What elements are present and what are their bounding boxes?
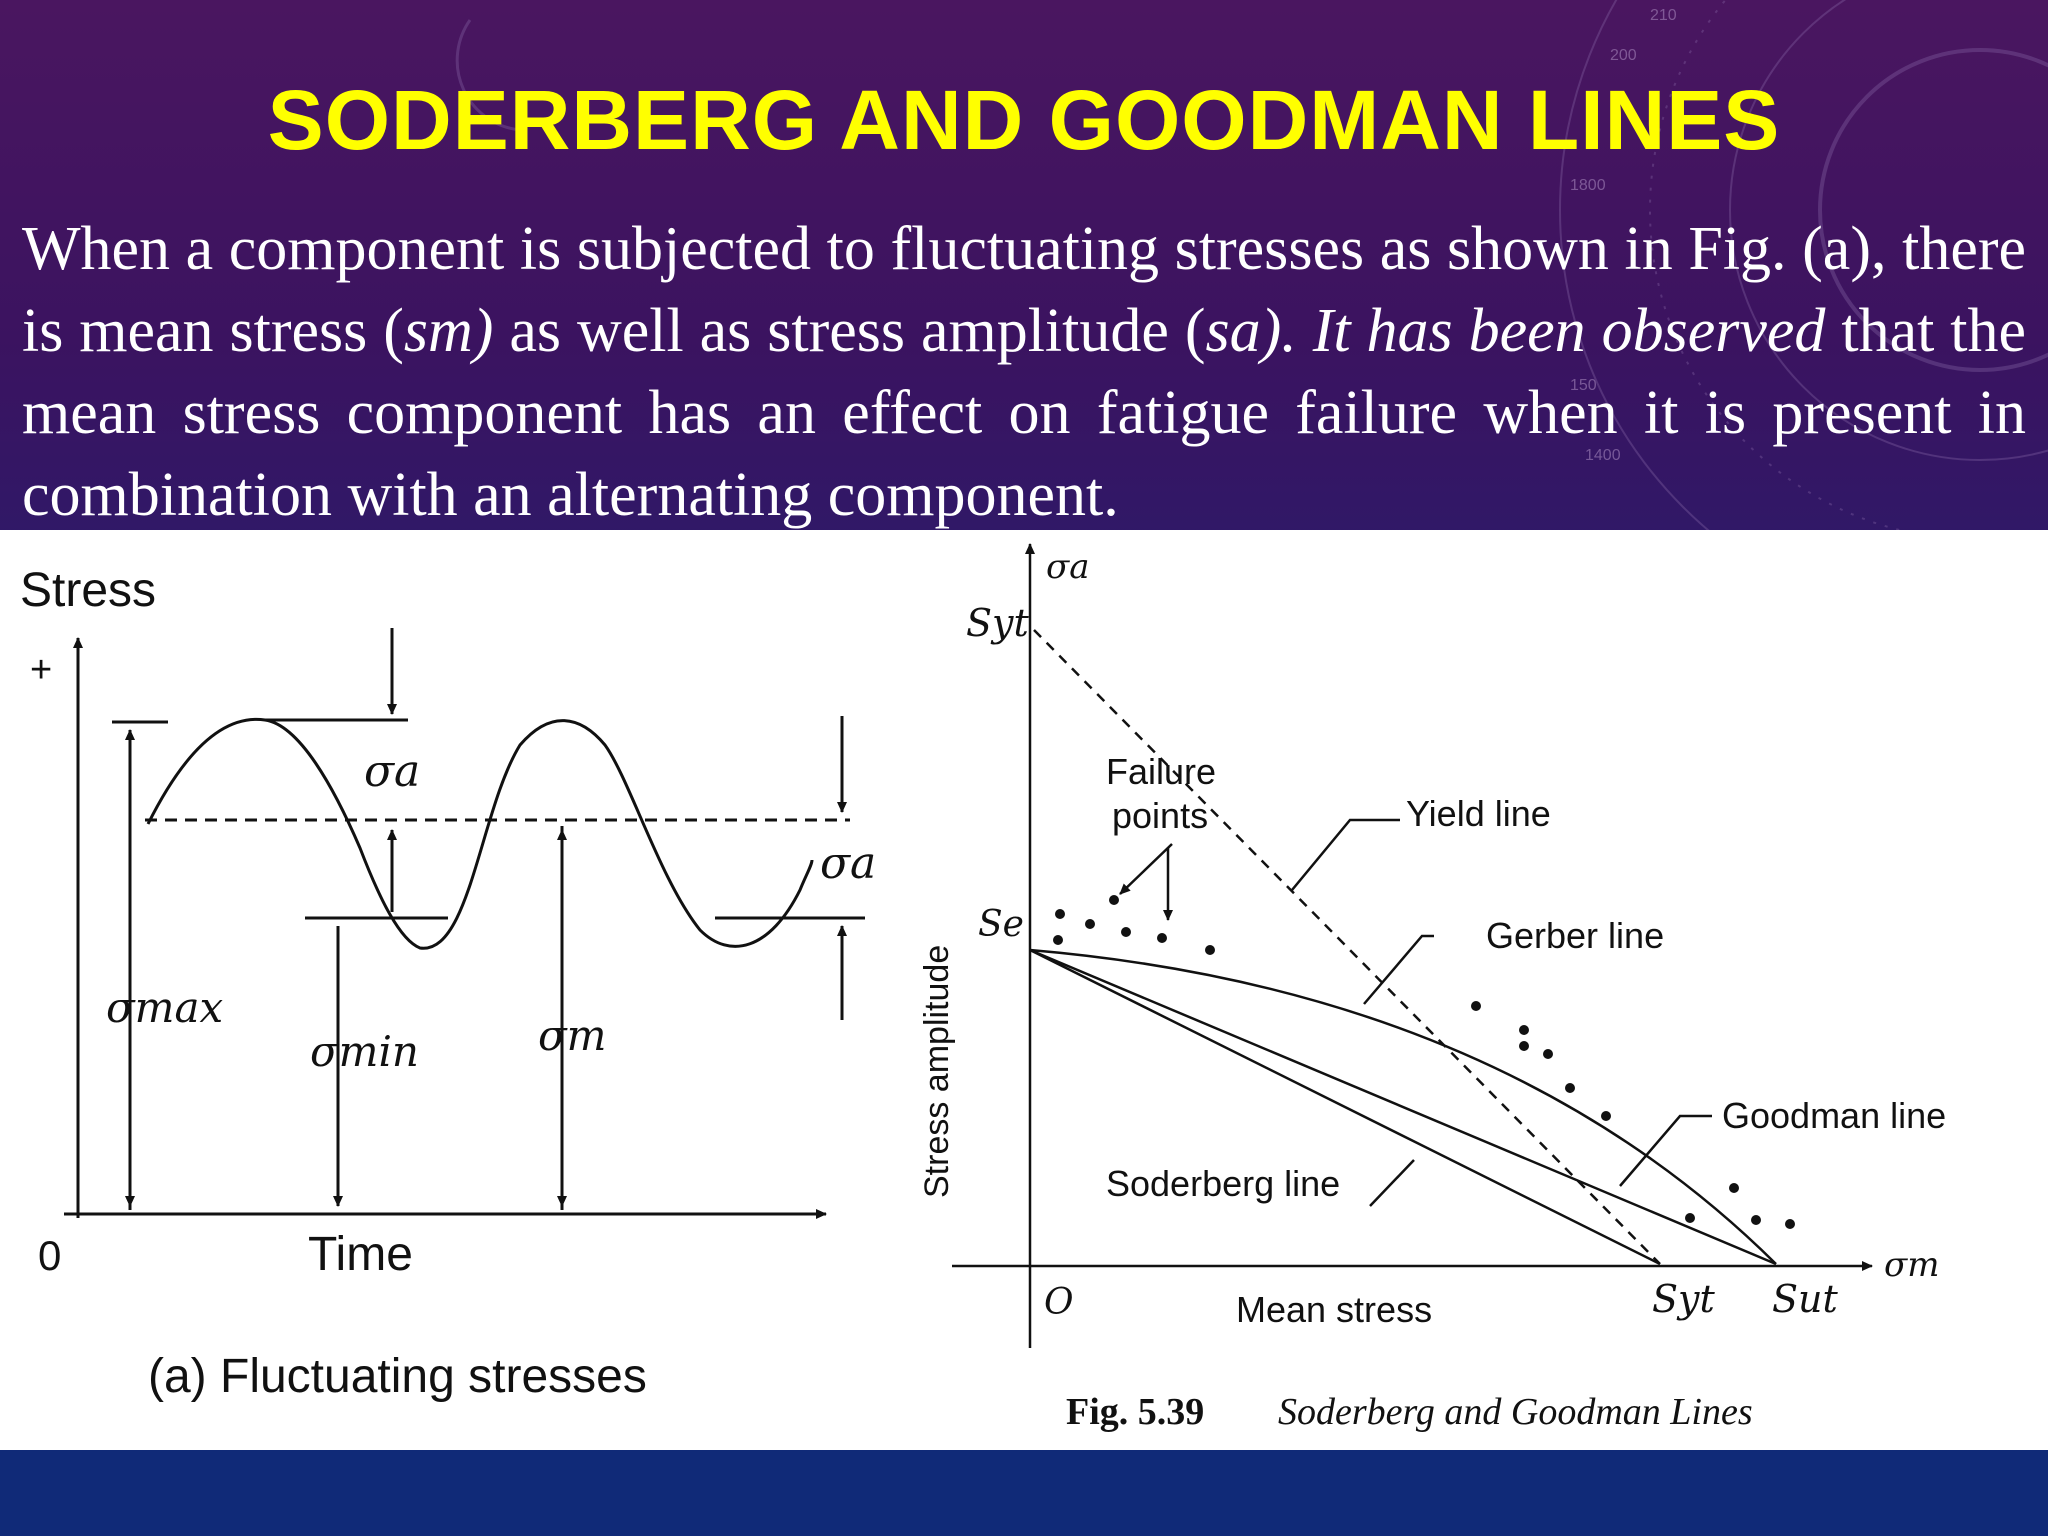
fig-b-goodman-label: Goodman line [1722,1095,1946,1136]
bottom-band [0,1450,2048,1536]
para-sm: sm) [403,297,494,365]
fig-b-yield-leader [1291,818,1400,891]
fig-a-x-label: Time [308,1228,413,1281]
fig-a-sigma-a-top: σa [364,746,420,797]
svg-text:1800: 1800 [1570,177,1606,194]
fig-b-syt-y: Syt [966,601,1030,645]
fig-a-sigma-max: σmax [106,983,224,1032]
svg-text:200: 200 [1610,47,1637,64]
para-text-3: that the mean stress component has an ef… [22,297,2027,529]
fig-b-goodman-line [1029,948,1777,1266]
fig-a-plus: + [30,649,52,691]
fig-a-zero: 0 [38,1232,61,1279]
fig-a-labels: Stress + 0 Time (a) Fluctuating stresses… [20,564,876,1403]
fig-b-yield-line [1033,629,1661,1265]
fig-b-soderberg-label: Soderberg line [1106,1163,1340,1204]
fig-b-gerber-label: Gerber line [1486,915,1664,956]
fig-b-y-label: Stress amplitude [918,945,956,1198]
body-paragraph: When a component is subjected to fluctua… [22,208,2026,536]
fig-b-x-label: Mean stress [1236,1289,1432,1330]
fig-b [952,543,1873,1348]
background-decoration: 210 200 1800 150 1400 [455,0,2048,540]
fig-a-sigma-m: σm [538,1011,607,1060]
fig-b-failure-label-1: Failure [1106,751,1216,792]
figure-svg: Stress + 0 Time (a) Fluctuating stresses… [20,530,1946,1452]
svg-text:1400: 1400 [1585,447,1621,464]
fig-b-x-axis-symbol: σm [1884,1245,1939,1285]
fig-b-failure-label-2: points [1112,795,1208,836]
fig-b-soderberg-leader [1369,1159,1415,1207]
para-sa: sa). It has been observed [1205,297,1826,365]
fig-b-soderberg-line [1029,948,1661,1266]
fig-b-title: Soderberg and Goodman Lines [1278,1391,1753,1433]
fig-b-goodman-leader [1619,1114,1712,1187]
figure-panel: Stress + 0 Time (a) Fluctuating stresses… [0,530,2048,1452]
fig-divider [884,530,888,1452]
fig-b-syt-x: Syt [1652,1277,1716,1321]
fig-a-caption: (a) Fluctuating stresses [148,1350,647,1403]
fig-a-y-label: Stress [20,564,156,617]
para-text-1: When a component is subjected to fluctua… [22,215,2026,365]
slide-title: SODERBERG AND GOODMAN LINES [267,73,1781,167]
fig-b-origin: O [1044,1282,1074,1323]
fig-a-sigma-a-right: σa [820,838,876,889]
fig-b-gerber-line [1029,948,1777,1265]
fig-b-y-axis-symbol: σa [1046,547,1089,587]
fig-b-labels: σa σm Syt Se O Syt Sut Stress amplitude … [918,547,1946,1433]
fig-b-failure-leader-1 [1119,843,1173,895]
fig-b-se: Se [978,904,1024,945]
fig-b-gerber-leader [1363,934,1434,1005]
fig-a-sigma-min: σmin [310,1027,419,1076]
para-text-2: as well as stress amplitude ( [493,297,1206,365]
fig-b-failure-points [1053,895,1795,1229]
svg-text:210: 210 [1650,7,1677,24]
fig-a [64,628,865,1219]
fig-a-sine-wave [146,717,814,950]
fig-b-number: Fig. 5.39 [1066,1391,1204,1433]
fig-b-sut: Sut [1772,1277,1839,1321]
svg-text:150: 150 [1570,377,1597,394]
fig-b-yield-label: Yield line [1406,793,1551,834]
